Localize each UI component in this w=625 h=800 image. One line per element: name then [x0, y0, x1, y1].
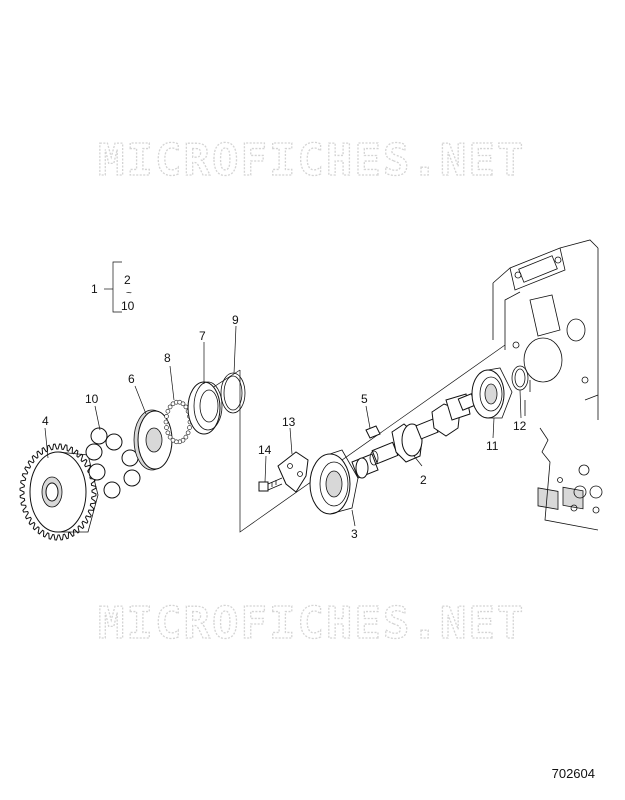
crankshaft-part-2 [351, 393, 477, 479]
callout-4: 4 [42, 414, 49, 428]
assembly-boundary-lines [211, 344, 506, 533]
cage-roller [167, 404, 173, 410]
retainer-plate-part-13 [277, 451, 309, 493]
cage-roller [187, 425, 192, 430]
callout-2: 2 [420, 473, 427, 487]
group-callout-bracket [104, 261, 122, 313]
bolt-part-14 [258, 477, 283, 492]
cage-roller [185, 430, 191, 436]
cage-roller [167, 434, 173, 440]
callout-8: 8 [164, 351, 171, 365]
callout-group-sep: ~ [126, 288, 132, 299]
callout-group-last: 10 [121, 299, 135, 313]
cage-roller [170, 437, 176, 443]
callout-13: 13 [282, 415, 296, 429]
woodruff-key-part-5 [365, 425, 381, 439]
callout-11: 11 [486, 439, 499, 453]
leader-lines [44, 325, 522, 527]
cage-roller [183, 404, 189, 410]
callout-3: 3 [351, 527, 358, 541]
reference-number: 702604 [551, 766, 595, 781]
watermark-bottom: MICROFICHES.NET [98, 598, 525, 649]
thrust-washer-part-6 [133, 409, 173, 471]
bearing-race-part-7 [187, 381, 223, 435]
cage-roller [164, 414, 169, 419]
snap-ring-part-9 [220, 372, 246, 414]
seal-ring-part-12 [511, 365, 529, 391]
gear-part-4 [19, 443, 99, 541]
rear-bearing-part-11 [471, 367, 513, 419]
cage-roller [164, 425, 169, 430]
callout-7: 7 [199, 329, 206, 343]
cage-roller [163, 419, 169, 425]
cage-roller [180, 401, 186, 407]
front-bearing-part-3 [309, 449, 359, 515]
callout-14: 14 [258, 443, 272, 457]
callout-12: 12 [513, 419, 527, 433]
cage-roller [165, 430, 171, 436]
cage-roller [165, 408, 171, 414]
engine-block-housing [492, 239, 603, 531]
callout-5: 5 [361, 392, 368, 406]
callout-9: 9 [232, 313, 239, 327]
callout-1: 1 [91, 282, 98, 296]
callout-group-first: 2 [124, 273, 131, 287]
callout-6: 6 [128, 372, 135, 386]
watermark-top: MICROFICHES.NET [98, 135, 525, 186]
cage-roller [183, 434, 189, 440]
callout-10: 10 [85, 392, 99, 406]
